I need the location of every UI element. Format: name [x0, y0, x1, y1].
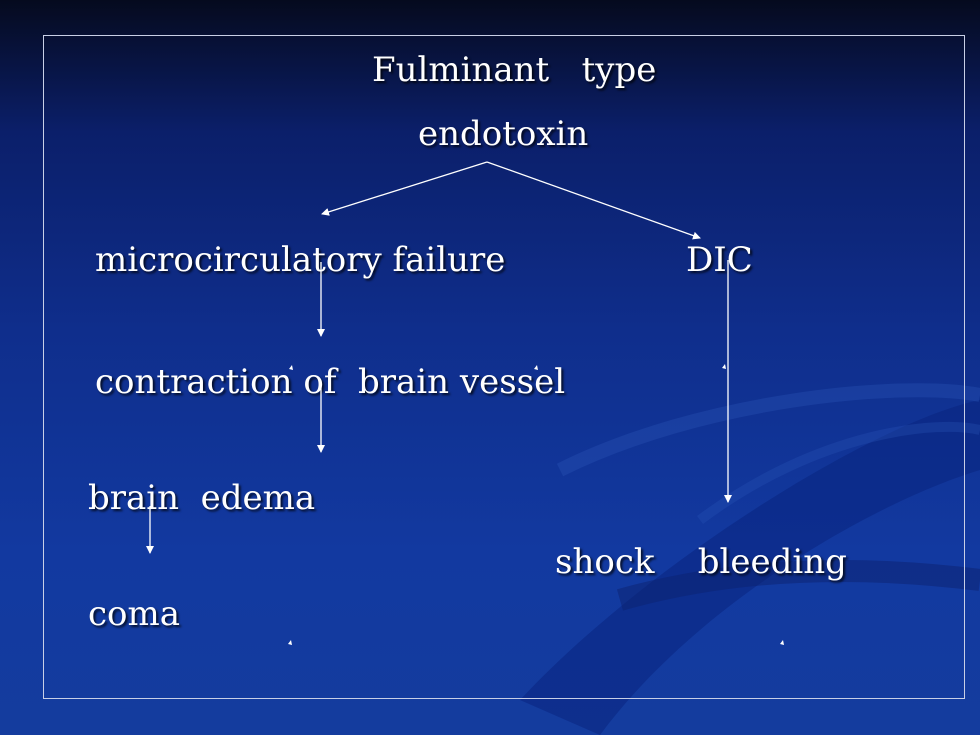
node-dic: DIC [686, 240, 753, 280]
node-coma: coma [88, 594, 181, 634]
node-endotoxin: endotoxin [418, 114, 589, 154]
stray-tick-mark [780, 640, 784, 645]
stray-tick-mark [534, 365, 538, 370]
stray-tick-mark [722, 364, 726, 369]
stray-tick-mark [288, 640, 292, 645]
node-brain-edema: brain edema [88, 478, 316, 518]
node-microcirculatory-failure: microcirculatory failure [95, 240, 506, 280]
node-shock-bleeding: shock bleeding [555, 542, 847, 582]
arrow-endotoxin-to-microcirculatory-failure [321, 161, 488, 216]
node-contraction-of-brain-vessel: contraction of brain vessel [95, 362, 566, 402]
content-frame [43, 35, 965, 699]
node-fulminant-type: Fulminant type [372, 50, 657, 90]
arrow-endotoxin-to-dic [486, 161, 701, 240]
stray-tick-mark [289, 365, 293, 370]
